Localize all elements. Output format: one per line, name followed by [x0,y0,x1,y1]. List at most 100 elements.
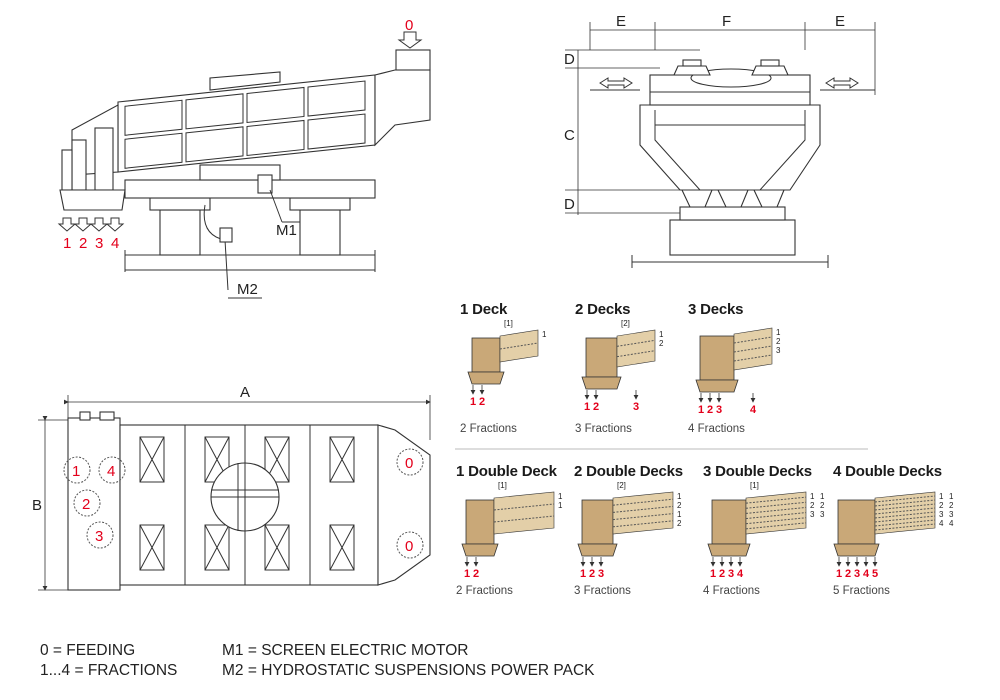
deck-screen-level [874,519,936,527]
outlet-circles [63,456,126,549]
x-box [204,524,230,571]
deck-screen-level [733,354,773,362]
deck-screen-level [612,513,674,521]
legend-m1: M1 = SCREEN ELECTRIC MOTOR [222,642,469,659]
deck-screen-level [874,503,936,511]
x-box-line [139,524,165,571]
deck-outlet-label: 1 [580,568,586,580]
dim-f: F [722,13,731,30]
plan-feed-1: 0 [405,455,413,472]
deck-screen-level [499,342,539,350]
x-box-line [204,436,230,483]
deck-outlet-label: 2 [473,568,479,580]
deck-screen-level [616,339,656,347]
deck-outlet-label: 3 [854,568,860,580]
deck-outlet-label: 1 [584,401,590,413]
oscillation-arrow-icon [825,77,859,89]
deck-title: 2 Decks [575,301,630,318]
deck-screen-level [874,495,936,503]
legend-m2: M2 = HYDROSTATIC SUSPENSIONS POWER PACK [222,662,595,679]
screen-panel [307,113,366,150]
front-view: E F E D C D [564,13,876,268]
deck-level-label: 3 [949,510,954,519]
deck-level-label: 1 [677,492,682,501]
deck-level-label: 4 [939,519,944,528]
x-box [264,524,290,571]
deck-level-label: 1 [558,501,563,510]
dim-a: A [240,384,250,401]
deck-level-label: 2 [810,501,815,510]
dim-c: C [564,127,575,144]
deck-level-label: 2 [677,501,682,510]
deck-outlet-label: 3 [598,568,604,580]
x-box-line [204,524,230,571]
deck-outlet-label: 3 [728,568,734,580]
deck-fractions-label: 5 Fractions [833,585,890,597]
deck-screen-level [493,515,555,523]
deck-screen-level [616,350,656,358]
deck-outlet-label: 1 [470,396,476,408]
deck-level-label: 1 [677,510,682,519]
deck-outlet-label: 5 [872,568,878,580]
feed-circles [396,448,424,559]
deck-title: 4 Double Decks [833,463,942,480]
deck-outlet-chute [577,543,618,557]
deck-outlet-chute [833,543,880,557]
deck-screen-level [612,498,674,506]
deck-fractions-label: 4 Fractions [688,423,745,435]
deck-level-label: 3 [939,510,944,519]
deck-level-label: 2 [659,339,664,348]
deck-ref-label: [1] [504,319,513,328]
deck-title: 1 Double Deck [456,463,558,480]
deck-outlet-label: 4 [737,568,744,580]
deck-level-label: 1 [558,492,563,501]
outlet-arrows [57,217,125,232]
deck-level-label: 1 [939,492,944,501]
x-box [139,524,165,571]
screen-panel [246,119,305,157]
plan-outlet-2: 2 [82,496,90,513]
deck-screen-level [612,505,674,513]
deck-level-label: 1 [949,492,954,501]
dim-e-left: E [616,13,626,30]
deck-screen-level [874,507,936,515]
deck-ref-label: [2] [617,481,626,490]
deck-hopper [837,499,876,545]
deck-level-label: 2 [949,501,954,510]
dim-d-top: D [564,51,575,68]
deck-screen-box [493,491,555,535]
deck-level-label: 2 [939,501,944,510]
deck-fractions-label: 2 Fractions [460,423,517,435]
side-view: 0 1 2 3 4 M1 M2 [57,17,431,299]
screen-panel [185,93,244,130]
deck-ref-label: [1] [498,481,507,490]
legend-fractions: 1...4 = FRACTIONS [40,662,178,679]
deck-hopper [581,499,614,545]
deck-level-label: 2 [677,519,682,528]
deck-screen-level [612,520,674,528]
deck-outlet-label: 3 [633,401,639,413]
deck-screen-level [733,345,773,353]
deck-outlet-label: 2 [719,568,725,580]
motor-label: M1 [276,222,297,239]
deck-screen-level [745,517,807,525]
deck-outlet-label: 1 [464,568,470,580]
deck-screen-level [493,503,555,511]
deck-outlet-chute [581,376,622,390]
deck-screen-level [745,501,807,509]
x-box [329,524,355,571]
deck-title: 3 Double Decks [703,463,812,480]
deck-outlet-label: 2 [845,568,851,580]
deck-screen-level [874,499,936,507]
deck-hopper [699,335,735,381]
oscillation-arrow-icon [599,77,633,89]
deck-screen-level [874,511,936,519]
x-box-line [329,436,355,483]
deck-level-label: 1 [776,328,781,337]
deck-fractions-label: 4 Fractions [703,585,760,597]
deck-screen-level [745,522,807,530]
deck-level-label: 1 [810,492,815,501]
